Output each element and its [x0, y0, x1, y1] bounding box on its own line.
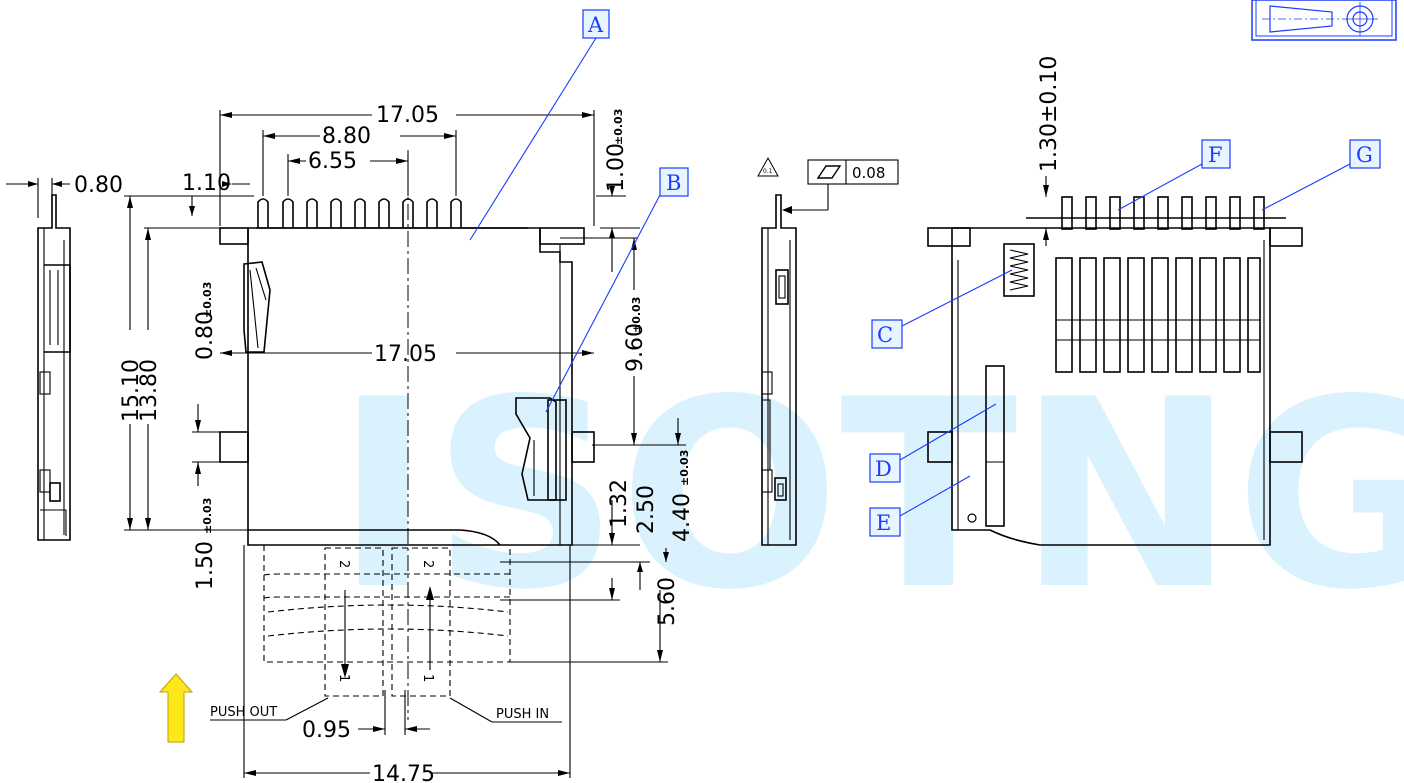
callout-f: F: [1117, 139, 1231, 211]
dim-9-60: 9.60: [623, 323, 648, 372]
dim-1-10: 1.10: [182, 171, 231, 196]
dim-14-75: 14.75: [243, 545, 571, 783]
push-in-label: PUSH IN: [496, 707, 549, 722]
dim-1-00: 1.00: [604, 143, 629, 192]
card-num-1-right: 1: [420, 674, 435, 682]
dim-0-80-side: 0.80: [74, 173, 123, 198]
dim-17-05-top: 17.05: [376, 103, 439, 128]
card-num-2-right: 2: [420, 560, 435, 568]
dim-13-80: 13.80: [137, 359, 162, 422]
dim-1-50-tol: ±0.03: [201, 498, 214, 534]
dim-1-30: 1.30±0.10: [1037, 56, 1062, 172]
contact-slots: [1055, 257, 1261, 373]
dim-1-32: 1.32: [607, 479, 632, 528]
dim-1-10: 1.10: [182, 171, 250, 196]
dim-4-40-tol: ±0.03: [678, 450, 691, 486]
callout-a: A: [469, 9, 610, 241]
dim-0-80-ground-tol: ±0.03: [201, 282, 214, 318]
card-num-1-left: 1: [336, 674, 351, 682]
watermark: ISOTNG: [335, 345, 1404, 647]
dim-6-55: 6.55: [287, 149, 409, 196]
projection-symbol-icon: [1251, 0, 1397, 41]
main-top-view: [219, 150, 595, 720]
callout-d-label: D: [875, 457, 892, 481]
dim-1-00-tol: ±0.03: [612, 109, 625, 145]
card-num-2-left: 2: [336, 560, 351, 568]
middle-side-view: [761, 194, 797, 546]
callout-e: E: [869, 475, 971, 537]
callout-e-label: E: [876, 511, 891, 535]
dim-1-00: 1.00 ±0.03: [596, 109, 640, 272]
dim-card-right: 1.32 2.50 4.40 ±0.03 5.60: [500, 418, 695, 663]
dim-5-60: 5.60: [655, 577, 680, 626]
dim-0-80-ground: 0.80 ±0.03: [189, 196, 220, 360]
dim-lead-height: 1.30±0.10: [1037, 56, 1062, 246]
dim-overall-17-05: 17.05: [219, 103, 595, 226]
left-side-view: [37, 194, 71, 541]
card-outline: 2 2 1 1: [248, 529, 511, 697]
dim-0-95: 0.95: [302, 690, 430, 743]
spring: [1003, 243, 1035, 297]
callout-c: C: [871, 269, 1013, 349]
callout-d: D: [869, 403, 997, 483]
callout-g: G: [1261, 139, 1381, 211]
dim-6-55: 6.55: [308, 149, 357, 174]
callout-a-label: A: [587, 13, 604, 37]
callout-g-label: G: [1356, 143, 1373, 167]
dim-9-60: 9.60 ±0.03: [560, 237, 686, 446]
callout-f-label: F: [1208, 143, 1223, 167]
dim-2-50: 2.50: [634, 485, 659, 534]
dim-15-10-13-80: 15.10 13.80: [119, 195, 254, 531]
insertion-arrow: [158, 673, 194, 743]
flatness-value: 0.08: [852, 164, 885, 182]
dim-17-05-mid: 17.05: [374, 342, 437, 367]
dim-9-60-tol: ±0.03: [630, 297, 643, 333]
dim-8-80: 8.80: [262, 124, 457, 196]
push-labels: PUSH OUT PUSH IN: [210, 697, 562, 723]
callout-c-label: C: [877, 323, 893, 347]
dim-1-50: 1.50 ±0.03: [192, 404, 220, 590]
right-bottom-view: [927, 196, 1303, 546]
svg-text:0.1: 0.1: [763, 168, 773, 175]
callout-b: B: [545, 167, 689, 413]
flatness-callout: 0.1 0.08: [757, 156, 899, 214]
pins: [257, 198, 462, 228]
dim-side-thickness: 0.80: [6, 173, 123, 218]
callout-b-label: B: [666, 171, 681, 195]
dim-0-95: 0.95: [302, 718, 351, 743]
dim-8-80: 8.80: [322, 124, 371, 149]
bottom-pins: [1061, 196, 1265, 230]
dim-17-05-mid: 17.05: [220, 342, 594, 367]
dim-15-10: 15.10: [119, 359, 144, 422]
dim-0-80-ground: 0.80: [193, 311, 218, 360]
dim-14-75: 14.75: [372, 762, 435, 783]
dim-4-40: 4.40: [670, 493, 695, 542]
dim-1-50: 1.50: [193, 541, 218, 590]
